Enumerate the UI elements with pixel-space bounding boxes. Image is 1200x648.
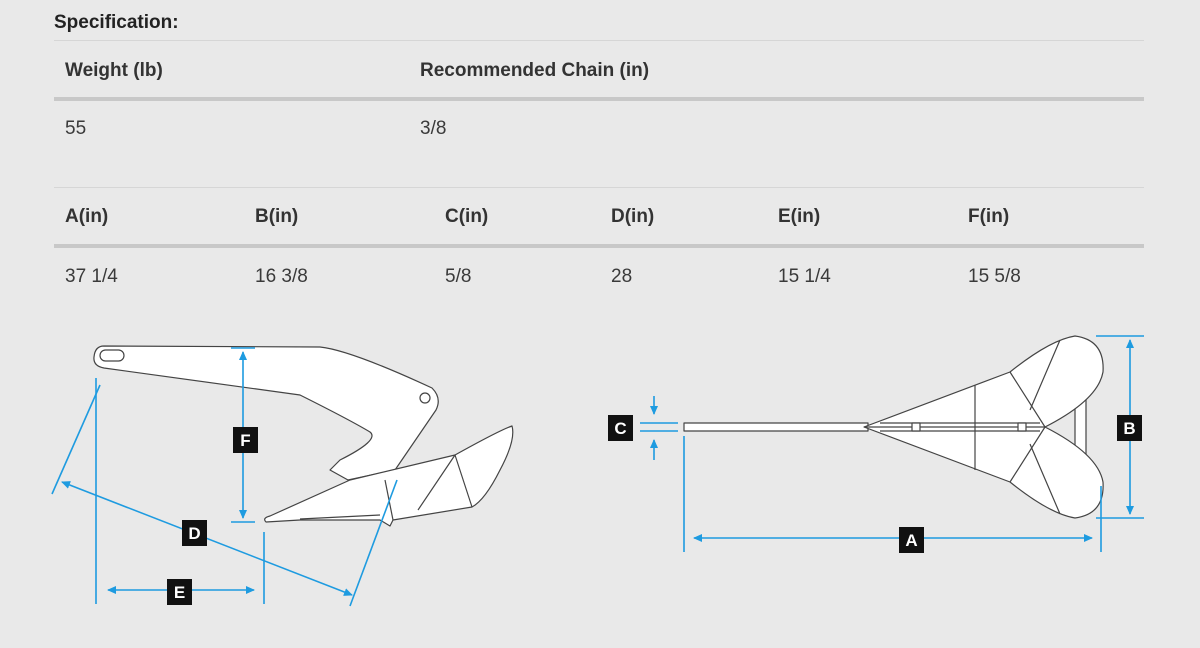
svg-text:F: F: [240, 431, 250, 450]
header-divider: [54, 97, 1144, 101]
label-f: F: [233, 427, 258, 453]
svg-text:C: C: [614, 419, 626, 438]
value-weight: 55: [65, 118, 87, 139]
svg-text:A: A: [905, 531, 917, 550]
value-f: 15 5/8: [968, 266, 1021, 287]
value-a: 37 1/4: [65, 266, 118, 287]
label-e: E: [167, 579, 192, 605]
header-c: C(in): [445, 206, 489, 227]
label-a: A: [899, 527, 924, 553]
header-weight: Weight (lb): [65, 60, 163, 81]
spec-title: Specification:: [54, 12, 179, 33]
header-d: D(in): [611, 206, 655, 227]
label-d: D: [182, 520, 207, 546]
svg-text:E: E: [174, 583, 185, 602]
header-e: E(in): [778, 206, 821, 227]
label-b: B: [1117, 415, 1142, 441]
header-a: A(in): [65, 206, 109, 227]
anchor-top-view: [683, 335, 1104, 519]
value-d: 28: [611, 266, 633, 287]
header-f: F(in): [968, 206, 1010, 227]
value-c: 5/8: [445, 266, 472, 287]
header-recommended-chain: Recommended Chain (in): [420, 60, 650, 81]
label-c: C: [608, 415, 633, 441]
anchor-side-view: [93, 345, 514, 527]
divider: [54, 187, 1144, 188]
top-view-dimensions: [640, 335, 1144, 552]
header-b: B(in): [255, 206, 299, 227]
value-recommended-chain: 3/8: [420, 118, 447, 139]
svg-text:B: B: [1123, 419, 1135, 438]
divider: [54, 40, 1144, 41]
svg-text:D: D: [188, 524, 200, 543]
header-divider: [54, 244, 1144, 248]
value-e: 15 1/4: [778, 266, 831, 287]
value-b: 16 3/8: [255, 266, 308, 287]
